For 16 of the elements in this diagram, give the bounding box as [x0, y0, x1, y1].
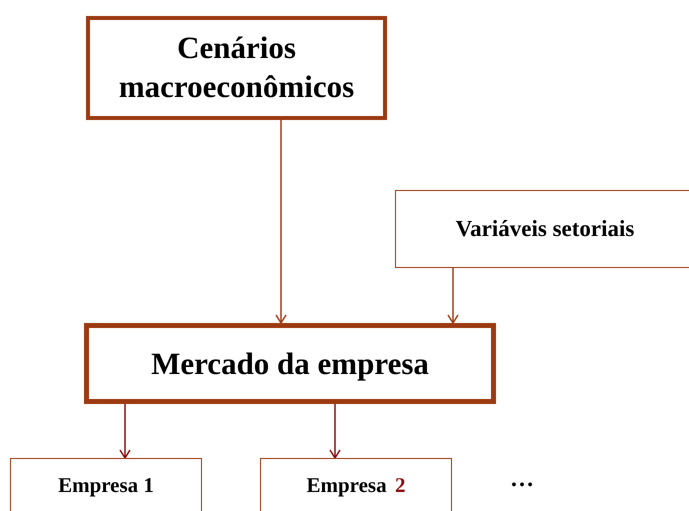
box-label: Variáveis setoriais [456, 215, 634, 243]
process-box [86, 16, 387, 120]
box-number: 2 [395, 473, 406, 498]
arrow [447, 268, 459, 324]
process-box [84, 323, 496, 404]
arrow [275, 120, 287, 324]
process-box [260, 458, 452, 511]
box-label: Cenários macroeconômicos [118, 29, 356, 106]
box-label: Mercado da empresa [151, 344, 429, 382]
ellipsis-text: … [510, 466, 534, 493]
arrow [119, 404, 131, 459]
box-label: Empresa [306, 473, 387, 498]
box-label: Empresa 1 [58, 473, 154, 498]
process-box [10, 458, 202, 511]
arrow [329, 404, 341, 459]
process-box [395, 190, 689, 268]
